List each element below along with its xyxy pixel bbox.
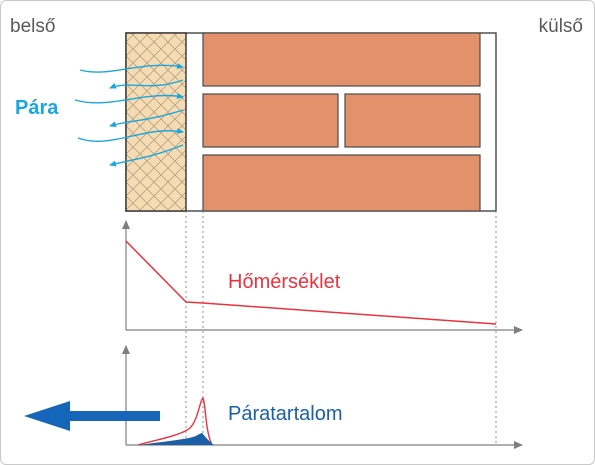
- brick: [202, 93, 339, 148]
- outside-label: külső: [539, 16, 583, 37]
- brick: [344, 93, 481, 148]
- temperature-axes: [122, 220, 523, 334]
- insulation-layer: [125, 32, 187, 212]
- brick: [202, 154, 481, 212]
- moisture-curve: [137, 396, 213, 446]
- layer-guides: [185, 211, 497, 445]
- moisture-area: [140, 433, 214, 445]
- vapor-label: Pára: [15, 97, 59, 119]
- outflow-arrow-icon: [24, 401, 160, 431]
- brick-layer: [202, 32, 481, 212]
- moisture-label: Páratartalom: [228, 403, 343, 425]
- temperature-label: Hőmérséklet: [228, 271, 341, 293]
- inside-label: belső: [10, 16, 55, 37]
- vapor-arrows: [74, 63, 184, 167]
- brick: [202, 32, 481, 87]
- temperature-curve: [125, 240, 497, 325]
